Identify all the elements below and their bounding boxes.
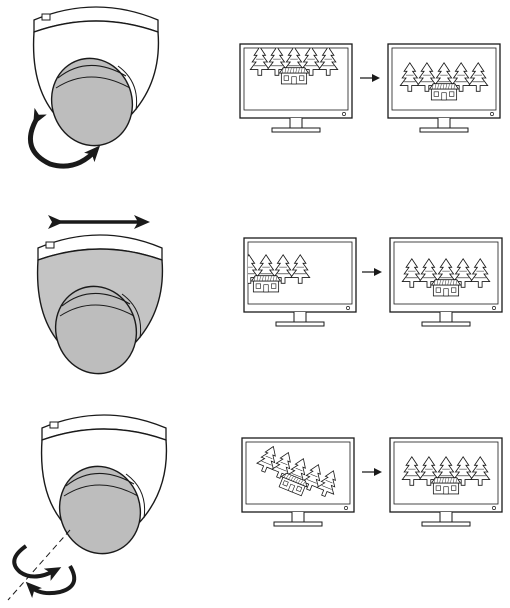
power-led	[342, 112, 346, 116]
tree-icon	[249, 48, 271, 76]
tree-icon	[301, 464, 321, 491]
tree-icon	[452, 258, 474, 288]
power-led	[492, 306, 496, 310]
house-icon	[430, 279, 462, 297]
curved-double-arrow-icon	[27, 107, 101, 169]
tree-icon	[452, 456, 474, 486]
scene	[401, 456, 491, 495]
scene	[249, 48, 339, 85]
camera-clip	[45, 241, 55, 249]
camera-shroud-edge	[125, 473, 146, 519]
rotation-arrows-icon-lower	[25, 564, 77, 599]
camera-lens-rim	[65, 472, 135, 487]
tree-icon	[399, 62, 421, 92]
camera-rotate	[40, 414, 168, 555]
monitor-before-rotate-content	[256, 445, 336, 498]
camera-shroud-edge	[117, 65, 138, 111]
rotation-arrows-icon	[12, 544, 62, 581]
camera-pan	[32, 6, 160, 147]
tree-icon	[416, 62, 438, 92]
scene	[256, 445, 336, 498]
tree-icon	[271, 451, 291, 479]
monitor-before-tilt-content	[222, 254, 311, 293]
monitor-base	[419, 127, 469, 133]
power-led	[490, 112, 494, 116]
monitor-neck	[291, 512, 305, 523]
tree-icon	[289, 254, 311, 284]
power-led	[344, 506, 348, 510]
scene	[401, 258, 491, 297]
camera-lens-rim-inner	[59, 304, 135, 317]
monitor-after-rotate-content	[401, 456, 491, 495]
house-icon	[278, 67, 310, 85]
monitor-neck	[289, 118, 303, 129]
monitor-neck	[437, 118, 451, 129]
power-led	[346, 306, 350, 310]
monitor-base	[275, 321, 325, 327]
monitor-neck	[293, 312, 307, 323]
monitor-base	[271, 127, 321, 133]
tree-icon	[316, 470, 336, 498]
tree-icon	[450, 62, 472, 92]
camera-lens-rim	[57, 64, 127, 79]
tree-icon	[317, 48, 339, 76]
monitor-after-tilt-content	[401, 258, 491, 297]
tree-icon	[222, 255, 241, 283]
camera-lens-rim-inner	[63, 484, 139, 497]
tree-icon	[256, 445, 276, 473]
house-icon	[278, 472, 308, 497]
monitor-base	[421, 521, 471, 527]
tree-icon	[467, 62, 489, 92]
tree-icon	[469, 456, 491, 486]
house-icon	[250, 275, 282, 293]
tree-icon	[266, 48, 288, 76]
tree-icon	[418, 456, 440, 486]
monitor-neck	[439, 512, 453, 523]
camera-shroud-edge	[121, 293, 142, 339]
monitor-neck	[439, 312, 453, 323]
tree-icon	[401, 258, 423, 288]
house-icon	[428, 83, 460, 101]
monitor-before-pan-content	[249, 48, 339, 85]
camera-clip	[41, 13, 51, 21]
monitor-after-pan-content	[399, 62, 489, 101]
tree-icon	[418, 258, 440, 288]
power-led	[492, 506, 496, 510]
scene	[399, 62, 489, 101]
tree-icon	[401, 456, 423, 486]
scene	[222, 254, 311, 293]
tree-icon	[469, 258, 491, 288]
tree-icon	[272, 254, 294, 284]
rotation-axis	[7, 529, 71, 601]
camera-tilt	[36, 234, 164, 375]
camera-lens-rim-inner	[55, 76, 131, 89]
house-icon	[430, 477, 462, 495]
camera-lens-rim	[61, 292, 131, 307]
tree-icon	[300, 48, 322, 76]
monitor-base	[421, 321, 471, 327]
camera-clip	[49, 421, 59, 429]
monitor-base	[273, 521, 323, 527]
